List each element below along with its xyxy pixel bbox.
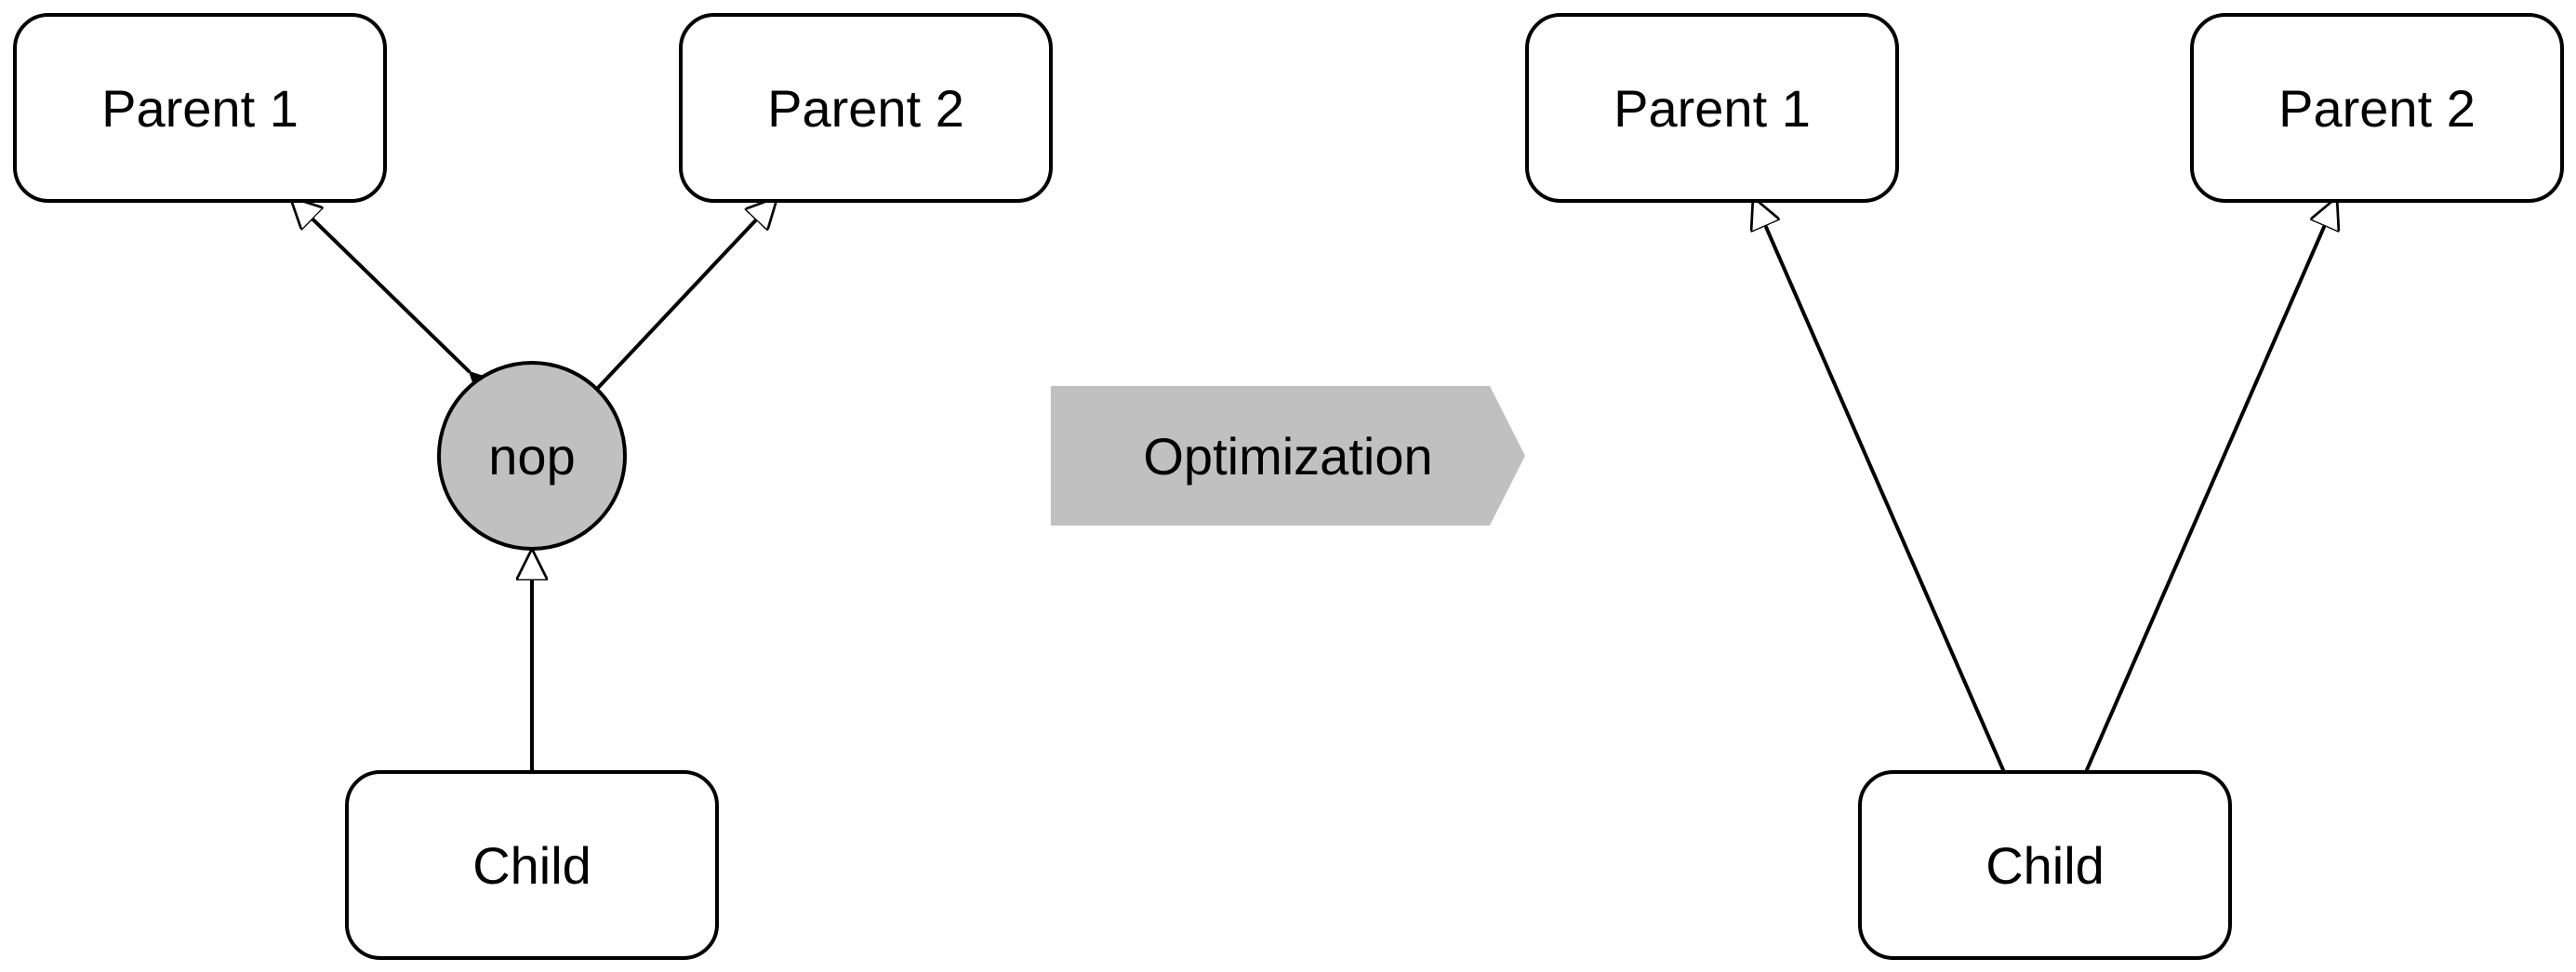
node-after-parent1: Parent 1 <box>1525 13 1899 203</box>
node-after-child-label: Child <box>1985 836 2105 895</box>
node-parent1: Parent 1 <box>13 13 387 203</box>
node-after-parent2-label: Parent 2 <box>2278 79 2476 138</box>
before-graph: Parent 1 Parent 2 nop Child <box>13 13 1053 960</box>
edge-child-parent1 <box>1753 197 2004 772</box>
optimization-arrow: Optimization <box>1051 386 1525 526</box>
node-parent2: Parent 2 <box>679 13 1053 203</box>
node-nop: nop <box>437 361 627 551</box>
edge-parent1-nop <box>290 197 470 372</box>
node-nop-label: nop <box>488 427 575 486</box>
node-child-label: Child <box>472 836 591 895</box>
edge-child-parent2 <box>2086 197 2337 772</box>
node-after-parent2: Parent 2 <box>2190 13 2564 203</box>
optimization-label: Optimization <box>1143 427 1432 486</box>
after-graph: Parent 1 Parent 2 Child <box>1525 13 2564 960</box>
node-after-child: Child <box>1858 770 2232 960</box>
node-parent1-label: Parent 1 <box>101 79 299 138</box>
node-after-parent1-label: Parent 1 <box>1613 79 1811 138</box>
edge-parent2-nop <box>598 197 777 388</box>
node-parent2-label: Parent 2 <box>767 79 964 138</box>
node-child: Child <box>345 770 719 960</box>
